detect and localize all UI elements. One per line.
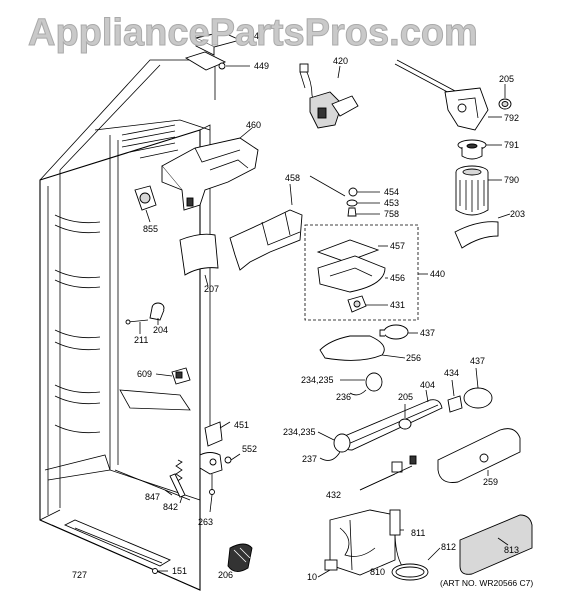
filter-790 bbox=[455, 165, 502, 216]
label-842: 842 bbox=[163, 502, 178, 512]
label-460: 460 bbox=[246, 120, 261, 130]
label-449: 449 bbox=[254, 61, 269, 71]
label-236: 236 bbox=[336, 392, 351, 402]
housing-404 bbox=[339, 389, 443, 451]
panel-813 bbox=[459, 514, 533, 575]
baffle-207 bbox=[179, 233, 219, 287]
label-420: 420 bbox=[333, 56, 348, 66]
spring-842 bbox=[164, 459, 186, 504]
label-437-lower: 437 bbox=[470, 356, 485, 366]
label-855: 855 bbox=[143, 224, 158, 234]
dispenser-rod bbox=[394, 59, 512, 131]
hinge-204 bbox=[149, 302, 165, 325]
label-453: 453 bbox=[384, 198, 399, 208]
screw-211 bbox=[125, 319, 149, 334]
label-4: 4 bbox=[254, 31, 259, 41]
label-205-top: 205 bbox=[499, 74, 514, 84]
hinge-552 bbox=[199, 452, 241, 513]
label-263: 263 bbox=[198, 517, 213, 527]
label-791: 791 bbox=[504, 140, 519, 150]
label-451: 451 bbox=[234, 420, 249, 430]
label-432: 432 bbox=[326, 490, 341, 500]
dispenser-810 bbox=[317, 509, 441, 581]
label-456: 456 bbox=[390, 273, 405, 283]
label-792: 792 bbox=[504, 113, 519, 123]
cap-206 bbox=[227, 543, 253, 572]
valve-assembly bbox=[309, 175, 380, 217]
duct-458 bbox=[229, 183, 303, 271]
watermark: AppliancePartsPros.com bbox=[28, 12, 479, 55]
label-205-lower: 205 bbox=[398, 392, 413, 402]
label-434: 434 bbox=[444, 368, 459, 378]
socket-205 bbox=[398, 404, 412, 430]
label-812: 812 bbox=[441, 542, 456, 552]
screw-151 bbox=[152, 568, 168, 574]
label-203: 203 bbox=[510, 209, 525, 219]
cabinet-liner bbox=[39, 59, 216, 591]
label-404: 404 bbox=[420, 380, 435, 390]
duct-460 bbox=[161, 127, 259, 211]
part-labels: 4 449 420 205 792 460 791 790 458 454 45… bbox=[72, 31, 525, 582]
art-number: (ART NO. WR20566 C7) bbox=[440, 578, 534, 588]
label-810: 810 bbox=[370, 567, 385, 577]
evaporator-grille bbox=[121, 124, 179, 159]
label-207: 207 bbox=[204, 284, 219, 294]
label-454: 454 bbox=[384, 187, 399, 197]
label-431: 431 bbox=[390, 300, 405, 310]
label-437-upper: 437 bbox=[420, 328, 435, 338]
label-458: 458 bbox=[285, 173, 300, 183]
label-256: 256 bbox=[406, 353, 421, 363]
cover-256 bbox=[319, 335, 406, 361]
connectors-432 bbox=[359, 455, 417, 491]
switch-609 bbox=[155, 367, 191, 385]
label-237: 237 bbox=[302, 454, 317, 464]
freezer-shelves bbox=[54, 214, 101, 434]
bulb-437-lower bbox=[447, 367, 493, 413]
group-440-box bbox=[304, 224, 428, 321]
cover-203 bbox=[454, 213, 511, 249]
label-758: 758 bbox=[384, 209, 399, 219]
label-727: 727 bbox=[72, 570, 87, 580]
label-457: 457 bbox=[390, 241, 405, 251]
fan-855 bbox=[134, 185, 157, 223]
label-10: 10 bbox=[307, 572, 317, 582]
cover-259 bbox=[437, 428, 521, 483]
label-847: 847 bbox=[145, 492, 160, 502]
label-813: 813 bbox=[504, 545, 519, 555]
part-791 bbox=[457, 139, 502, 160]
hinge-451 bbox=[204, 421, 231, 447]
label-206: 206 bbox=[218, 570, 233, 580]
label-234-235-upper: 234,235 bbox=[301, 375, 334, 385]
bracket-4 bbox=[194, 31, 252, 56]
screw-449 bbox=[184, 51, 250, 71]
label-440: 440 bbox=[430, 269, 445, 279]
label-609: 609 bbox=[137, 369, 152, 379]
grille-727 bbox=[63, 519, 171, 567]
lamp-234-lower bbox=[317, 431, 351, 461]
lamp-234-upper bbox=[340, 372, 383, 396]
label-151: 151 bbox=[172, 566, 187, 576]
label-259: 259 bbox=[483, 477, 498, 487]
bulb-437-upper bbox=[379, 324, 418, 340]
label-211: 211 bbox=[134, 335, 148, 345]
label-790: 790 bbox=[504, 175, 519, 185]
label-234-235-lower: 234,235 bbox=[283, 427, 316, 437]
harness-420 bbox=[299, 63, 359, 129]
label-552: 552 bbox=[242, 444, 257, 454]
label-811: 811 bbox=[411, 528, 425, 538]
label-204: 204 bbox=[153, 325, 168, 335]
